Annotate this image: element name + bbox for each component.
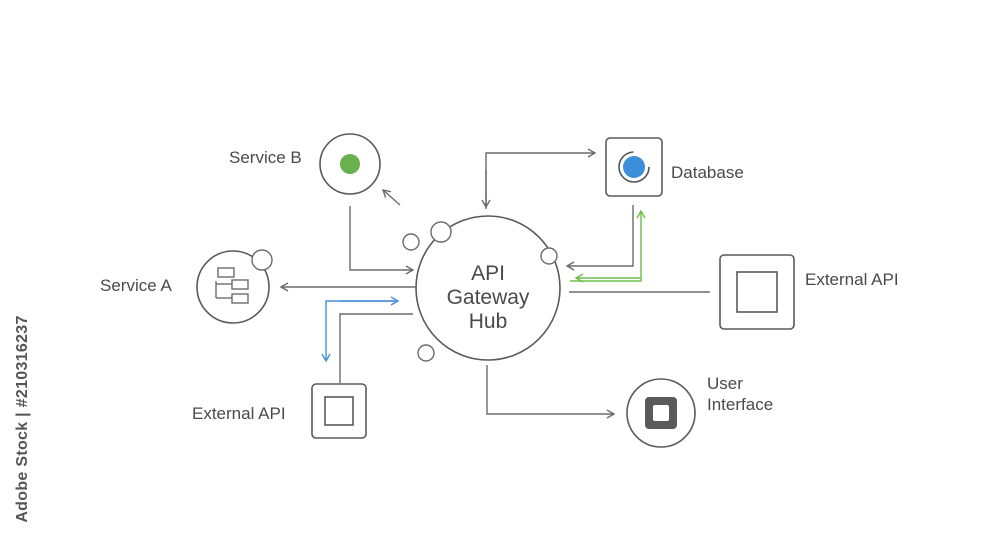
external-api-right-label: External API xyxy=(805,270,899,289)
hub-bubble-2 xyxy=(430,221,452,243)
user-interface-square-inner xyxy=(653,405,669,421)
arrow-hub-to-service-b xyxy=(381,189,401,206)
green-arrow-hub-to-database xyxy=(570,209,646,282)
user-interface-label-line-2: Interface xyxy=(707,395,774,414)
stock-id-watermark: Adobe Stock | #210316237 xyxy=(14,315,31,523)
service-b-label: Service B xyxy=(229,148,302,167)
hub-bubble-3 xyxy=(540,247,558,265)
server-blocks-icon xyxy=(215,267,249,304)
external-api-left-square-icon xyxy=(324,396,354,426)
arrow-database-to-hub xyxy=(565,205,634,271)
database-dot-icon xyxy=(623,156,645,178)
blue-arrow-hub-to-external-api xyxy=(321,300,395,363)
user-interface-label: User Interface xyxy=(707,373,773,415)
hub-label-line-3: Hub xyxy=(468,310,508,333)
arrow-hub-to-user-interface xyxy=(486,365,616,419)
hub-label-line-2: Gateway xyxy=(446,286,530,309)
hub-label: API Gateway Hub xyxy=(418,262,558,334)
database-ring-icon xyxy=(618,151,650,183)
user-interface-label-line-1: User xyxy=(707,374,743,393)
line-external-api-left-to-hub xyxy=(339,313,413,383)
service-b-dot-icon xyxy=(340,154,360,174)
service-a-label: Service A xyxy=(100,276,172,295)
hub-circle xyxy=(415,215,561,361)
hub-label-line-1: API xyxy=(471,262,505,285)
arrow-service-b-to-hub xyxy=(349,206,415,275)
hub-bubble-4 xyxy=(417,344,435,362)
database-label: Database xyxy=(671,163,744,182)
hub-bubble-1 xyxy=(402,233,420,251)
external-api-left-label: External API xyxy=(192,404,286,423)
arrow-hub-database-to-database xyxy=(485,148,597,209)
service-a-bubble xyxy=(251,249,273,271)
external-api-right-square-icon xyxy=(736,271,778,313)
